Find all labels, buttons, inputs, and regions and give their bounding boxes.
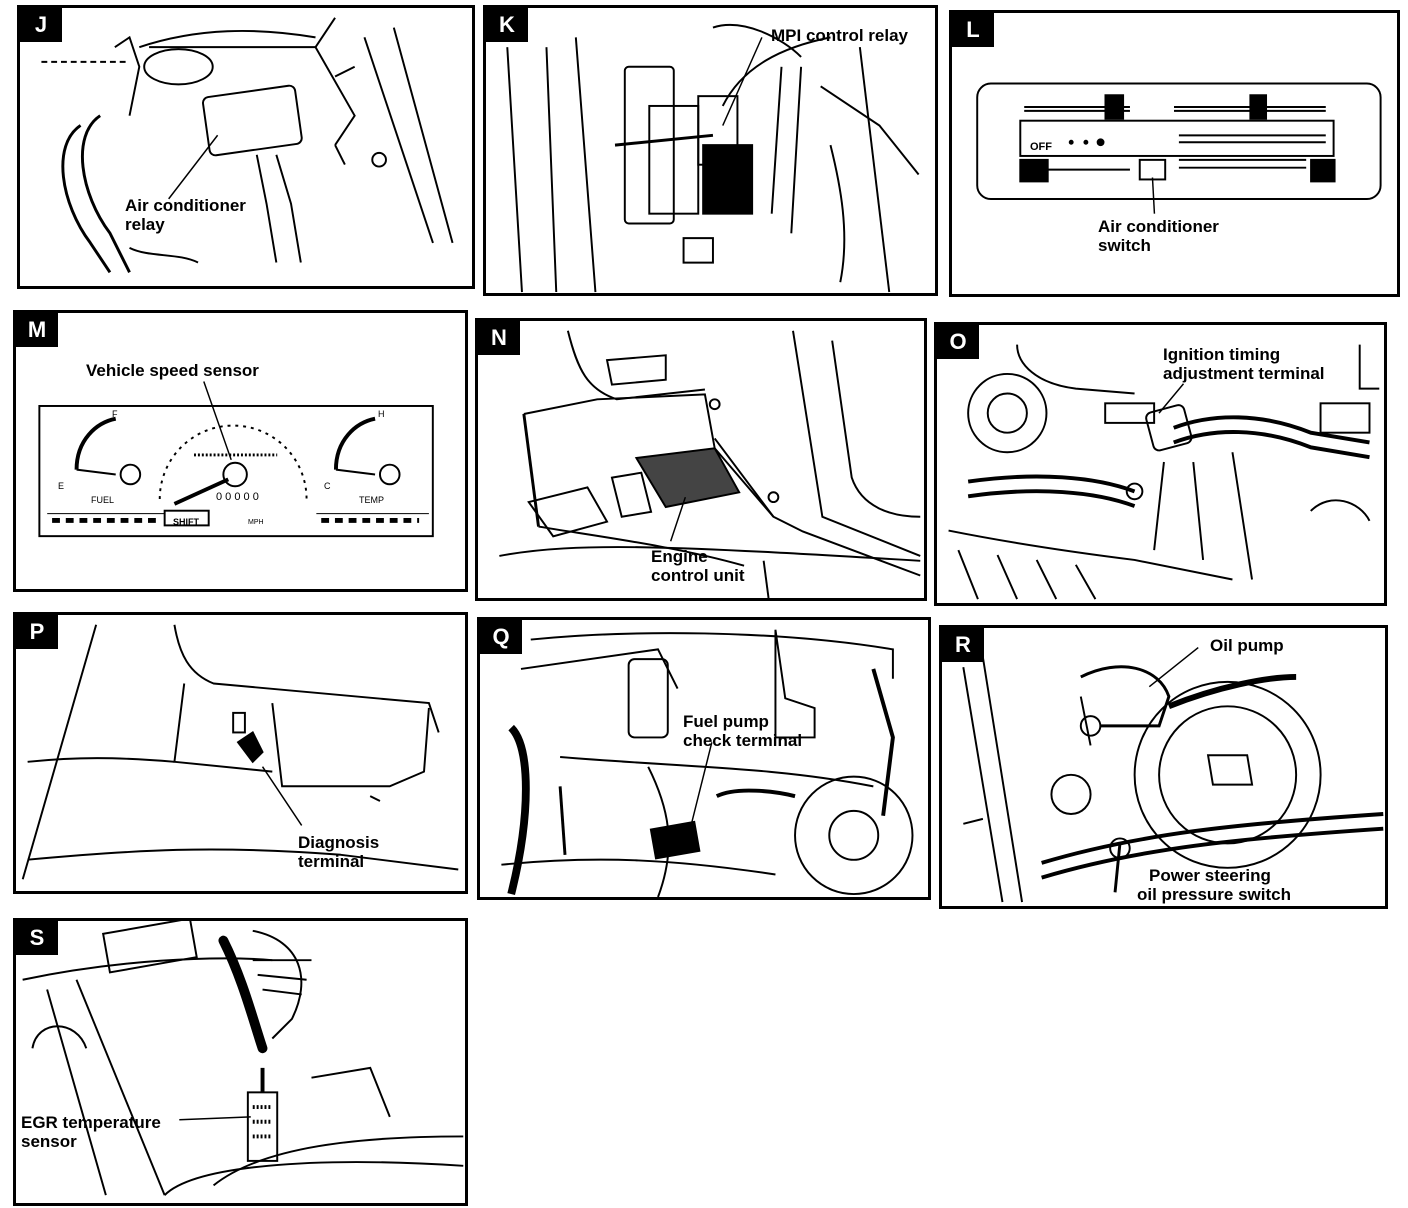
ignition-timing-terminal-illustration [948,344,1380,600]
panel-tag: O [937,325,979,359]
fuel-pump-check-terminal-label: Fuel pump check terminal [683,712,803,750]
mpi-control-relay-label: MPI control relay [771,26,908,45]
engine-control-unit-label: Engine control unit [651,547,745,585]
panel-tag: P [16,615,58,649]
egr-temperature-sensor-illustration [22,921,464,1196]
air-conditioner-relay-label: Air conditioner relay [125,196,246,234]
panel-l: L OFF Air conditioner switch [949,10,1400,297]
gauge-h-text: H [378,409,385,419]
air-conditioner-relay-illustration [41,17,454,274]
panel-tag: L [952,13,994,47]
gauge-c-text: C [324,481,331,491]
mpi-control-relay-illustration [506,24,920,293]
panel-n: N Engine control unit [475,318,927,601]
gauge-fuel-text: FUEL [91,495,115,505]
panel-tag: N [478,321,520,355]
panel-tag: K [486,8,528,42]
panel-p: P Diagnosis terminal [13,612,468,894]
panel-tag: R [942,628,984,662]
ignition-timing-label: Ignition timing adjustment terminal [1163,345,1325,383]
panel-r: R Oil pump Power steering oil pressure s… [939,625,1388,909]
panel-o: O Ignition timing adjustment terminal [934,322,1387,606]
odometer-readout: 0 0 0 0 0 [216,491,259,503]
panel-tag: Q [480,620,522,654]
gauge-temp-text: TEMP [359,495,385,505]
engine-control-unit-illustration [499,330,921,598]
gauge-f-text: F [112,409,118,419]
oil-pump-label: Oil pump [1210,636,1284,655]
power-steering-oil-pressure-switch-label: Power steering oil pressure switch [1137,866,1291,904]
panel-m: M Vehicle speed sensor FUEL TEMP F E H C… [13,310,468,592]
mph-text: MPH [248,519,264,526]
panel-q: Q Fuel pump check terminal [477,617,931,900]
egr-temperature-sensor-label: EGR temperature sensor [21,1113,161,1151]
panel-tag: J [20,8,62,42]
panel-j: J Air conditioner relay [17,5,475,289]
gauge-e-text: E [58,481,65,491]
panel-k: K MPI control relay [483,5,938,296]
shift-indicator: SHIFT [173,517,199,527]
diagnosis-terminal-label: Diagnosis terminal [298,833,380,871]
air-conditioner-switch-label: Air conditioner switch [1098,217,1219,255]
air-conditioner-switch-panel-illustration [976,82,1382,214]
diagnosis-terminal-illustration [21,624,459,880]
instrument-cluster-illustration [38,381,434,538]
panel-tag: M [16,313,58,347]
panel-tag: S [16,921,58,955]
panel-s: S EGR temperature sensor [13,918,468,1206]
oil-pump-illustration [962,647,1384,903]
vehicle-speed-sensor-label: Vehicle speed sensor [86,361,259,380]
off-text: OFF [1030,141,1052,153]
fuel-pump-check-terminal-illustration [501,629,914,897]
